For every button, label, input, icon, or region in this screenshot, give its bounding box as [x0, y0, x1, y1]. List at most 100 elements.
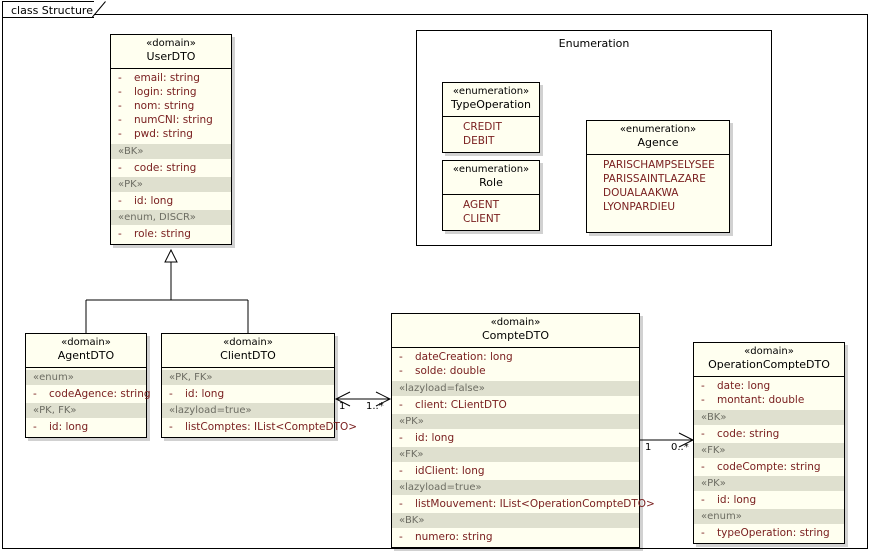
attribute-text: numero: string: [415, 531, 493, 543]
attribute-text: login: string: [134, 86, 197, 98]
stereotype-group-label: «lazyload=true»: [392, 480, 639, 495]
visibility-private: -: [701, 380, 705, 392]
visibility-private: -: [169, 421, 173, 433]
class-operation-compte-dto-header: «domain» OperationCompteDTO: [694, 343, 844, 377]
package-enumeration-title: Enumeration: [558, 37, 630, 50]
attribute-row: -id: long: [162, 385, 334, 403]
class-user-dto-attributes: -email: string -login: string -nom: stri…: [111, 69, 231, 144]
enum-value: CLIENT: [463, 213, 501, 225]
diagram-frame-tab-slant: [92, 1, 106, 18]
visibility-private: -: [118, 86, 122, 98]
visibility-private: -: [399, 531, 403, 543]
diagram-frame-tab-label: class Structure: [11, 4, 93, 17]
attribute-text: id: long: [717, 494, 757, 506]
visibility-private: -: [701, 527, 705, 539]
attribute-text: montant: double: [717, 394, 805, 406]
enum-role-stereotype: «enumeration»: [452, 164, 530, 175]
stereotype-group-label: «BK»: [111, 144, 231, 159]
class-user-dto[interactable]: «domain» UserDTO -email: string -login: …: [110, 34, 232, 245]
class-compte-dto-stereotype: «domain»: [490, 317, 541, 328]
enum-type-operation-values: CREDIT DEBIT: [443, 117, 539, 152]
attribute-row: -codeAgence: string: [26, 385, 151, 403]
attribute-text: date: long: [717, 380, 771, 392]
attribute-text: numCNI: string: [134, 114, 213, 126]
visibility-private: -: [399, 351, 403, 363]
attribute-row: -idClient: long: [392, 462, 639, 480]
visibility-private: -: [399, 365, 403, 377]
class-compte-dto-attributes: -dateCreation: long -solde: double: [392, 348, 639, 381]
attribute-row: -numCNI: string: [111, 113, 231, 127]
visibility-private: -: [399, 498, 403, 510]
stereotype-group-label: «PK, FK»: [26, 403, 146, 418]
enum-agence-stereotype: «enumeration»: [619, 124, 697, 135]
enum-value: DEBIT: [463, 135, 495, 147]
enum-type-operation[interactable]: «enumeration» TypeOperation CREDIT DEBIT: [442, 82, 540, 153]
class-agent-dto-header: «domain» AgentDTO: [26, 334, 146, 368]
attribute-row: -login: string: [111, 85, 231, 99]
visibility-private: -: [118, 162, 122, 174]
visibility-private: -: [701, 428, 705, 440]
attribute-text: id: long: [134, 195, 174, 207]
multiplicity-client-side: 1: [339, 401, 346, 412]
visibility-private: -: [118, 128, 122, 140]
class-operation-compte-dto-name: OperationCompteDTO: [708, 358, 830, 371]
enum-value: PARISCHAMPSELYSEE: [603, 159, 715, 171]
attribute-row: -date: long: [694, 379, 844, 393]
visibility-private: -: [33, 421, 37, 433]
attribute-row: -code: string: [111, 159, 231, 177]
visibility-private: -: [33, 388, 37, 400]
attribute-text: id: long: [185, 388, 225, 400]
stereotype-group-label: «enum, DISCR»: [111, 210, 231, 225]
attribute-row: -dateCreation: long: [392, 350, 639, 364]
class-user-dto-name: UserDTO: [146, 50, 196, 63]
class-compte-dto[interactable]: «domain» CompteDTO -dateCreation: long -…: [391, 313, 655, 548]
stereotype-group-label: «PK»: [392, 414, 639, 429]
stereotype-group-label: «enum»: [694, 509, 844, 524]
attribute-text: codeCompte: string: [717, 461, 821, 473]
stereotype-group-label: «PK»: [111, 177, 231, 192]
class-operation-compte-dto-stereotype: «domain»: [744, 346, 794, 357]
attribute-text: id: long: [49, 421, 89, 433]
attribute-row: -client: CLientDTO: [392, 396, 639, 414]
diagram-frame: [2, 14, 868, 549]
enum-role-header: «enumeration» Role: [443, 161, 539, 195]
enum-type-operation-name: TypeOperation: [450, 98, 531, 111]
attribute-text: typeOperation: string: [717, 527, 830, 539]
visibility-private: -: [118, 228, 122, 240]
class-operation-compte-dto[interactable]: «domain» OperationCompteDTO -date: long …: [693, 342, 845, 544]
class-client-dto-name: ClientDTO: [220, 349, 276, 362]
attribute-row: -id: long: [26, 418, 146, 437]
stereotype-group-label: «PK, FK»: [162, 370, 334, 385]
enum-type-operation-header: «enumeration» TypeOperation: [443, 83, 539, 117]
stereotype-group-label: «BK»: [694, 410, 844, 425]
visibility-private: -: [118, 195, 122, 207]
attribute-row: -id: long: [111, 192, 231, 210]
attribute-text: solde: double: [415, 365, 486, 377]
class-client-dto-header: «domain» ClientDTO: [162, 334, 334, 368]
visibility-private: -: [701, 494, 705, 506]
class-client-dto[interactable]: «domain» ClientDTO «PK, FK» -id: long «l…: [161, 333, 357, 438]
attribute-text: code: string: [717, 428, 780, 440]
class-compte-dto-name: CompteDTO: [481, 329, 550, 342]
class-agent-dto-stereotype: «domain»: [61, 337, 111, 348]
attribute-text: listComptes: IList<CompteDTO>: [185, 421, 358, 433]
attribute-row: -numero: string: [392, 528, 639, 547]
attribute-row: -pwd: string: [111, 127, 231, 141]
multiplicity-compte-side: 1..*: [366, 401, 384, 412]
attribute-row: -role: string: [111, 225, 231, 244]
enum-role[interactable]: «enumeration» Role AGENT CLIENT: [442, 160, 540, 231]
enum-value: LYONPARDIEU: [603, 201, 676, 213]
attribute-row: -listComptes: IList<CompteDTO>: [162, 418, 357, 437]
enum-agence-name: Agence: [637, 136, 679, 149]
attribute-text: email: string: [134, 72, 200, 84]
attribute-text: idClient: long: [415, 465, 485, 477]
attribute-text: listMouvement: IList<OperationCompteDTO>: [415, 498, 655, 510]
stereotype-group-label: «PK»: [694, 476, 844, 491]
class-agent-dto-name: AgentDTO: [57, 349, 115, 362]
enum-agence[interactable]: «enumeration» Agence PARISCHAMPSELYSEE P…: [586, 120, 730, 233]
visibility-private: -: [118, 72, 122, 84]
diagram-frame-tab: class Structure: [2, 1, 94, 18]
class-agent-dto[interactable]: «domain» AgentDTO «enum» -codeAgence: st…: [25, 333, 151, 438]
enum-value: PARISSAINTLAZARE: [603, 173, 706, 185]
